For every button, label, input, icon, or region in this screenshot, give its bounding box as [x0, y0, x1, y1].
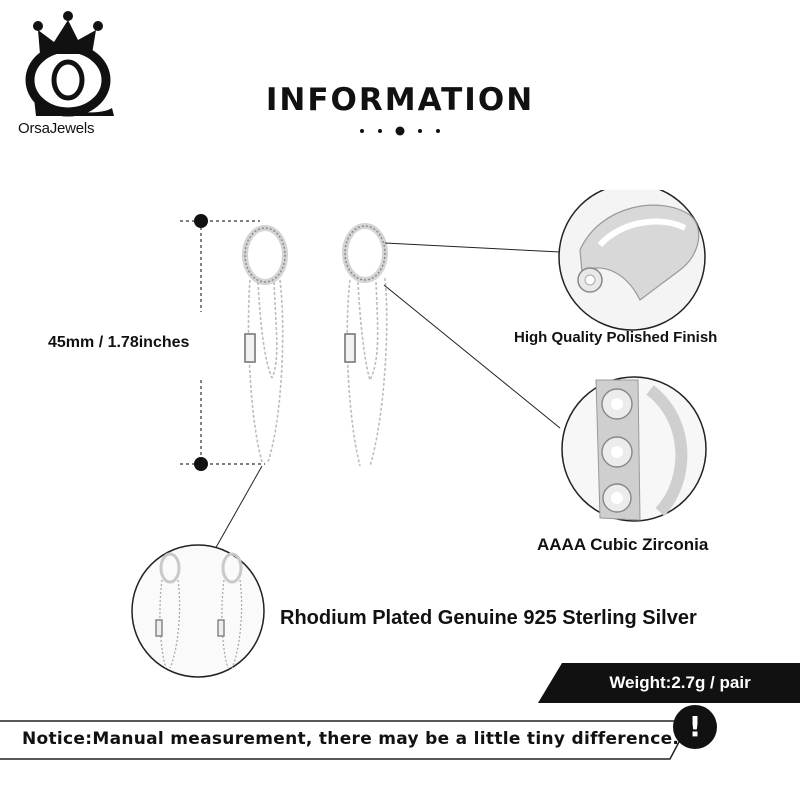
earring-left	[242, 225, 288, 463]
material-label: Rhodium Plated Genuine 925 Sterling Silv…	[280, 607, 697, 629]
zoom-polished-finish	[558, 190, 706, 331]
callout-lines	[213, 242, 561, 552]
dimension-label: 45mm / 1.78inches	[48, 334, 190, 351]
page-title: INFORMATION	[265, 82, 535, 118]
zoom-cubic-zirconia	[561, 376, 707, 522]
brand-logo	[25, 11, 114, 117]
exclamation-icon: !	[673, 705, 717, 749]
earring-right	[342, 223, 388, 467]
zoom-earrings-pair	[131, 544, 265, 678]
product-illustration	[131, 190, 707, 678]
brand-name: OrsaJewels	[18, 120, 95, 137]
title-dots-divider	[360, 126, 440, 136]
o-letter-icon	[25, 43, 114, 117]
polished-finish-label: High Quality Polished Finish	[514, 329, 718, 346]
weight-banner-bg	[538, 663, 800, 703]
weight-label: Weight:2.7g / pair	[609, 673, 751, 692]
cubic-zirconia-label: AAAA Cubic Zirconia	[537, 535, 709, 554]
notice-text: Notice:Manual measurement, there may be …	[22, 729, 680, 749]
dimension-marker	[180, 214, 265, 471]
